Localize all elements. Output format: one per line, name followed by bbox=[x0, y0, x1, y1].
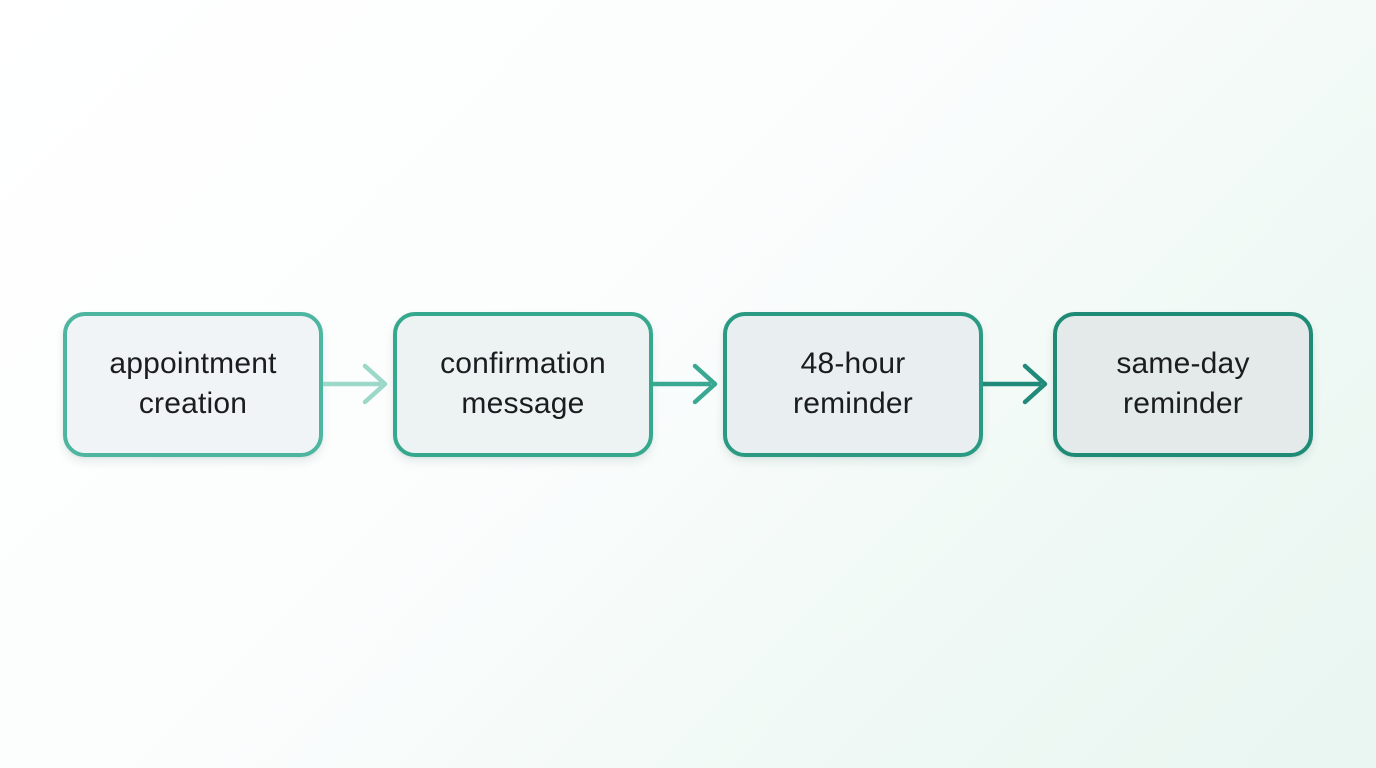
arrow-right-icon bbox=[323, 354, 393, 414]
flow-node-same-day-reminder: same-day reminder bbox=[1053, 311, 1313, 457]
arrow-right-icon bbox=[983, 354, 1053, 414]
node-label-confirmation-message: confirmation message bbox=[440, 347, 606, 420]
arrow-right-icon bbox=[653, 354, 723, 414]
node-label-appointment-creation: appointment creation bbox=[109, 347, 277, 420]
flow-node-48-hour-reminder: 48-hour reminder bbox=[723, 311, 983, 457]
flow-node-confirmation-message: confirmation message bbox=[393, 311, 653, 457]
flowchart-row: appointment creation confirmation messag… bbox=[63, 311, 1313, 457]
node-label-48-hour-reminder: 48-hour reminder bbox=[793, 347, 913, 420]
node-label-same-day-reminder: same-day reminder bbox=[1116, 347, 1250, 420]
flow-node-appointment-creation: appointment creation bbox=[63, 311, 323, 457]
